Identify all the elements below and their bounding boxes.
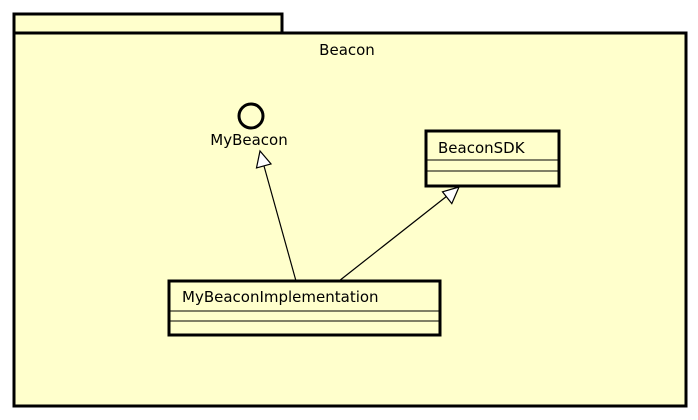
interface-name: MyBeacon (210, 131, 287, 149)
generalization-edge[interactable] (338, 186, 461, 282)
realization-edge[interactable] (255, 149, 297, 282)
class-box (424, 129, 561, 188)
package-tab (12, 12, 284, 35)
class-beaconsdk[interactable]: BeaconSDK (424, 129, 561, 188)
interface-mybeacon[interactable]: MyBeacon (210, 102, 288, 149)
package-name: Beacon (319, 41, 375, 59)
edge-line (263, 165, 297, 282)
hollow-triangle-arrowhead (255, 149, 273, 169)
class-name: MyBeaconImplementation (182, 288, 379, 306)
interface-circle-icon (237, 102, 265, 130)
package-body[interactable] (12, 31, 688, 408)
class-mybeaconimplementation[interactable]: MyBeaconImplementation (167, 279, 442, 337)
class-name: BeaconSDK (438, 139, 526, 157)
class-box (167, 279, 442, 337)
hollow-triangle-arrowhead (441, 186, 461, 205)
edge-line (338, 195, 448, 282)
